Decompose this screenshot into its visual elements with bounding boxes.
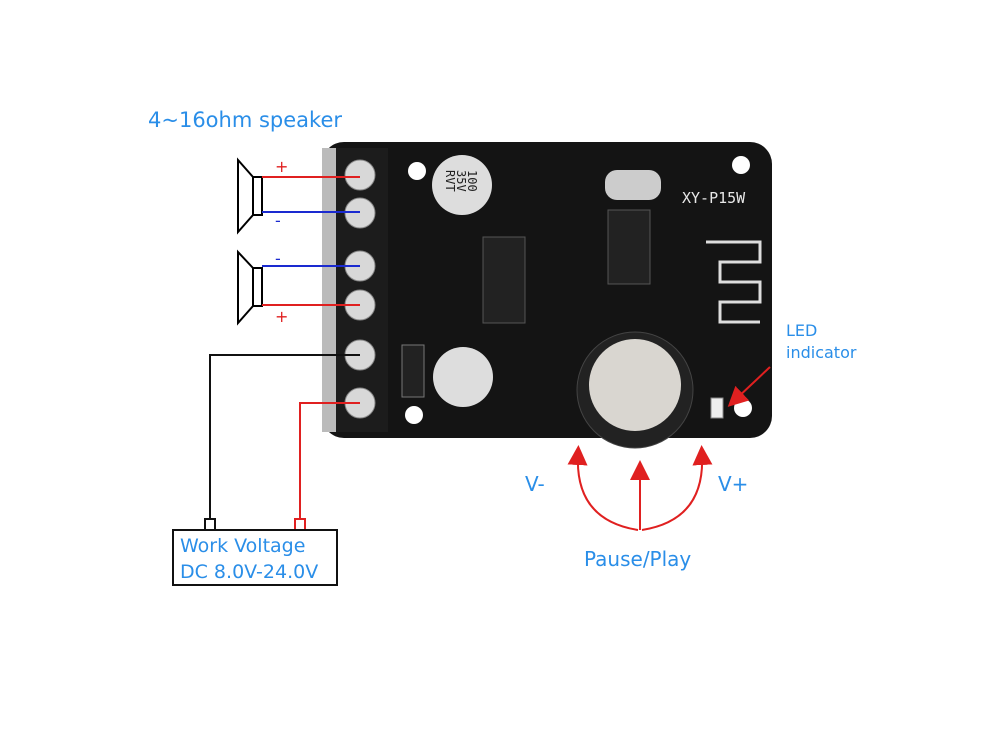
speaker-label: 4~16ohm speaker <box>148 108 342 132</box>
capacitor-voltage: 35V <box>454 170 468 192</box>
led-label-line1: LED <box>786 321 817 340</box>
antenna-trace <box>706 240 762 324</box>
board-model: XY-P15W <box>682 189 746 207</box>
capacitor-value: 100 <box>465 170 479 192</box>
pause-play-label: Pause/Play <box>584 547 691 571</box>
capacitor-top: 100 35V RVT <box>432 155 492 215</box>
amplifier-chip <box>482 236 526 324</box>
volume-down-arrow <box>567 445 639 531</box>
volume-down-label: V- <box>525 472 545 496</box>
terminal-sign: - <box>275 249 281 268</box>
knob-cap <box>589 339 681 431</box>
speaker-1-icon <box>237 157 263 235</box>
diode <box>401 344 425 398</box>
bluetooth-chip <box>607 209 651 285</box>
terminal-sign: - <box>275 211 281 230</box>
power-minus-pin <box>204 518 216 531</box>
power-line1: Work Voltage <box>180 535 305 557</box>
terminal-sign: + <box>275 307 288 326</box>
wire-power-plus <box>299 402 360 520</box>
wire-power-minus <box>209 354 360 520</box>
capacitor-series: RVT <box>443 170 457 192</box>
led-label-line2: indicator <box>786 343 857 362</box>
power-line2: DC 8.0V-24.0V <box>180 561 318 583</box>
led <box>710 397 724 419</box>
crystal <box>605 170 661 200</box>
power-supply-box <box>172 529 338 586</box>
terminal-sign: + <box>275 157 288 176</box>
volume-up-label: V+ <box>718 472 748 496</box>
capacitor-bottom <box>433 347 493 407</box>
power-plus-pin <box>294 518 306 531</box>
amplifier-board: 100 35V RVT XY-P15W <box>322 142 772 449</box>
led-arrow <box>727 366 771 407</box>
volume-up-arrow <box>641 445 713 531</box>
speaker-2-icon <box>237 249 263 326</box>
